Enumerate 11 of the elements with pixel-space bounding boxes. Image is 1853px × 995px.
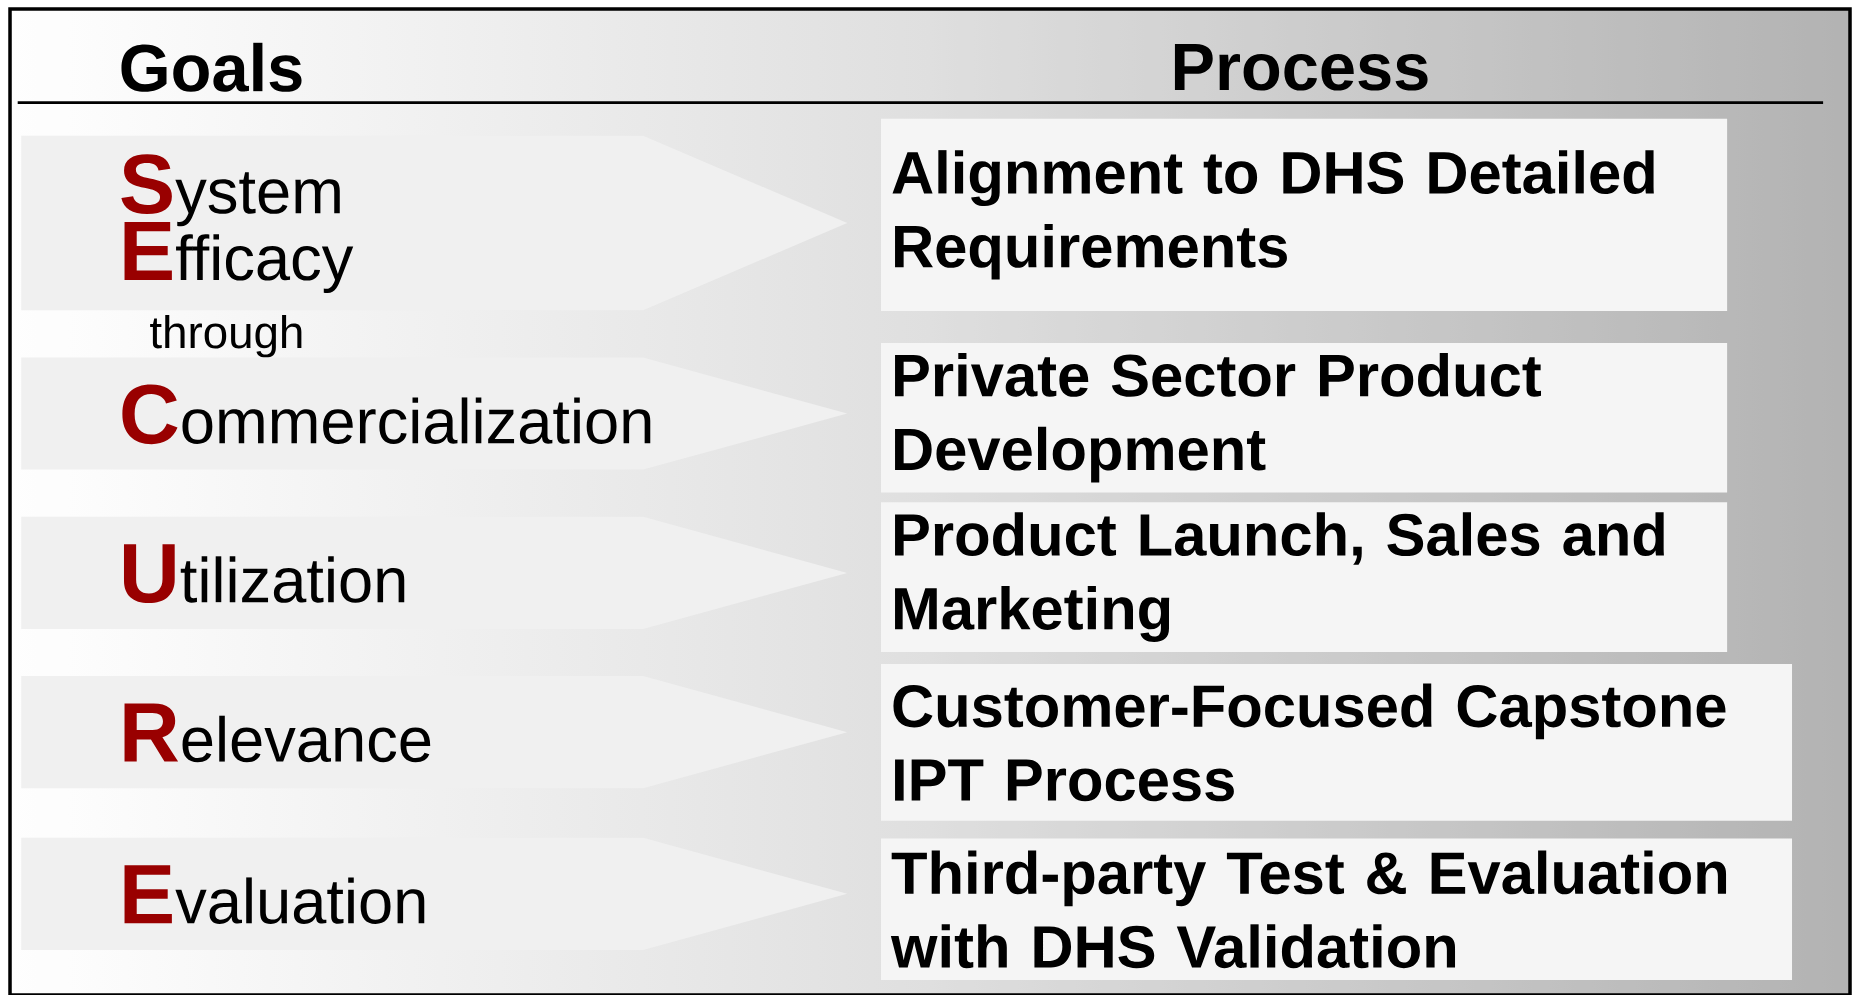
process-box: Alignment to DHS Detailed Requirements	[881, 118, 1728, 311]
goal-pentagon: System Efficacy	[21, 135, 848, 311]
process-box: Product Launch, Sales and Marketing	[881, 502, 1728, 652]
goal-pentagon: Evaluation	[21, 837, 848, 950]
process-box: Third-party Test & Evaluation with DHS Validation	[881, 838, 1792, 981]
goal-pentagon: Commercialization	[21, 357, 848, 470]
process-box: Private Sector Product Development	[881, 342, 1728, 493]
goal-pentagon: Relevance	[21, 676, 848, 789]
goal-pentagon: Utilization	[21, 516, 848, 629]
process-box: Customer-Focused Capstone IPT Process	[881, 663, 1792, 821]
connecting-word: through	[150, 315, 302, 358]
